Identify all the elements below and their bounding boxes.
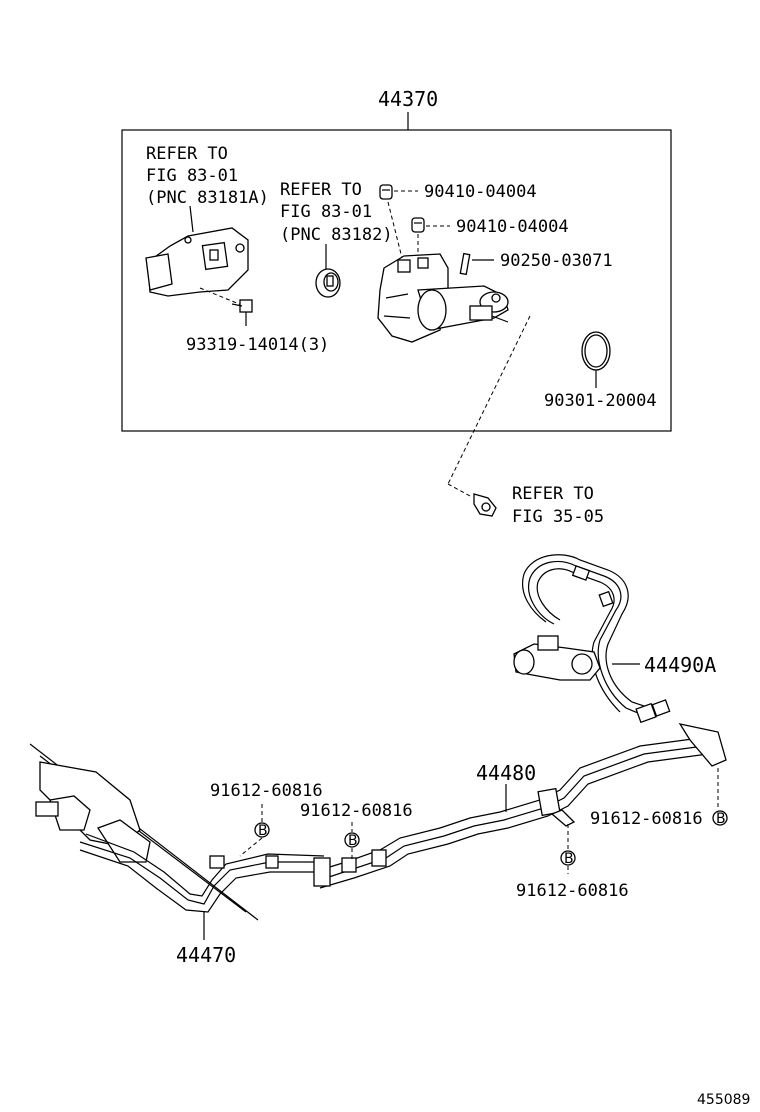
actuator-part bbox=[145, 227, 249, 297]
bolt-marker-b: B bbox=[344, 822, 360, 862]
refer-mid-line1: REFER TO bbox=[280, 180, 362, 200]
refer-left-leader bbox=[189, 205, 194, 233]
cap-90410-a bbox=[379, 184, 393, 200]
bolt-marker-c: B bbox=[560, 824, 576, 874]
tube-44480 bbox=[319, 723, 727, 889]
refer-mid-line2: FIG 83-01 bbox=[280, 202, 372, 222]
label-90301: 90301-20004 bbox=[544, 391, 657, 411]
bolt-marker-a: B bbox=[239, 804, 270, 857]
label-90410-a: 90410-04004 bbox=[424, 182, 537, 202]
refer-left-line3: (PNC 83181A) bbox=[146, 188, 269, 208]
refer-mid-line3: (PNC 83182) bbox=[280, 225, 393, 245]
label-90250: 90250-03071 bbox=[500, 251, 613, 271]
tube-44490A bbox=[513, 554, 671, 724]
dash-to-bolt bbox=[447, 315, 531, 485]
label-91612-c: 91612-60816 bbox=[516, 881, 629, 901]
oring-90301 bbox=[581, 331, 611, 371]
assembly-box bbox=[121, 129, 672, 432]
bolt-marker-b-letter: B bbox=[348, 833, 358, 849]
bolt-marker-c-letter: B bbox=[564, 851, 574, 867]
label-44480: 44480 bbox=[476, 761, 536, 785]
refer-bolt-line1: REFER TO bbox=[512, 484, 594, 504]
refer-bolt-line2: FIG 35-05 bbox=[512, 507, 604, 527]
bolt-marker-d-letter: B bbox=[716, 811, 726, 827]
modulator-part bbox=[377, 253, 509, 343]
refer-left-line2: FIG 83-01 bbox=[146, 166, 238, 186]
pin-90250 bbox=[459, 252, 471, 276]
dash-cap-a bbox=[387, 201, 403, 259]
bolt-93319 bbox=[199, 287, 253, 326]
cap-90410-b bbox=[411, 217, 425, 233]
label-91612-d: 91612-60816 bbox=[590, 809, 703, 829]
bolt-refer bbox=[447, 483, 497, 517]
label-90410-b: 90410-04004 bbox=[456, 217, 569, 237]
label-44470: 44470 bbox=[176, 943, 236, 967]
refer-left-line1: REFER TO bbox=[146, 144, 228, 164]
label-91612-b: 91612-60816 bbox=[300, 801, 413, 821]
label-44490A: 44490A bbox=[644, 653, 716, 677]
drawing-id: 455089 bbox=[697, 1092, 750, 1108]
label-91612-a: 91612-60816 bbox=[210, 781, 323, 801]
label-93319: 93319-14014(3) bbox=[186, 335, 329, 355]
steering-rack bbox=[29, 743, 259, 921]
bolt-marker-a-letter: B bbox=[258, 823, 268, 839]
bolt-marker-d: B bbox=[712, 768, 728, 827]
assembly-label: 44370 bbox=[378, 87, 438, 111]
grommet-part bbox=[315, 268, 341, 298]
tube-44470 bbox=[79, 833, 331, 913]
